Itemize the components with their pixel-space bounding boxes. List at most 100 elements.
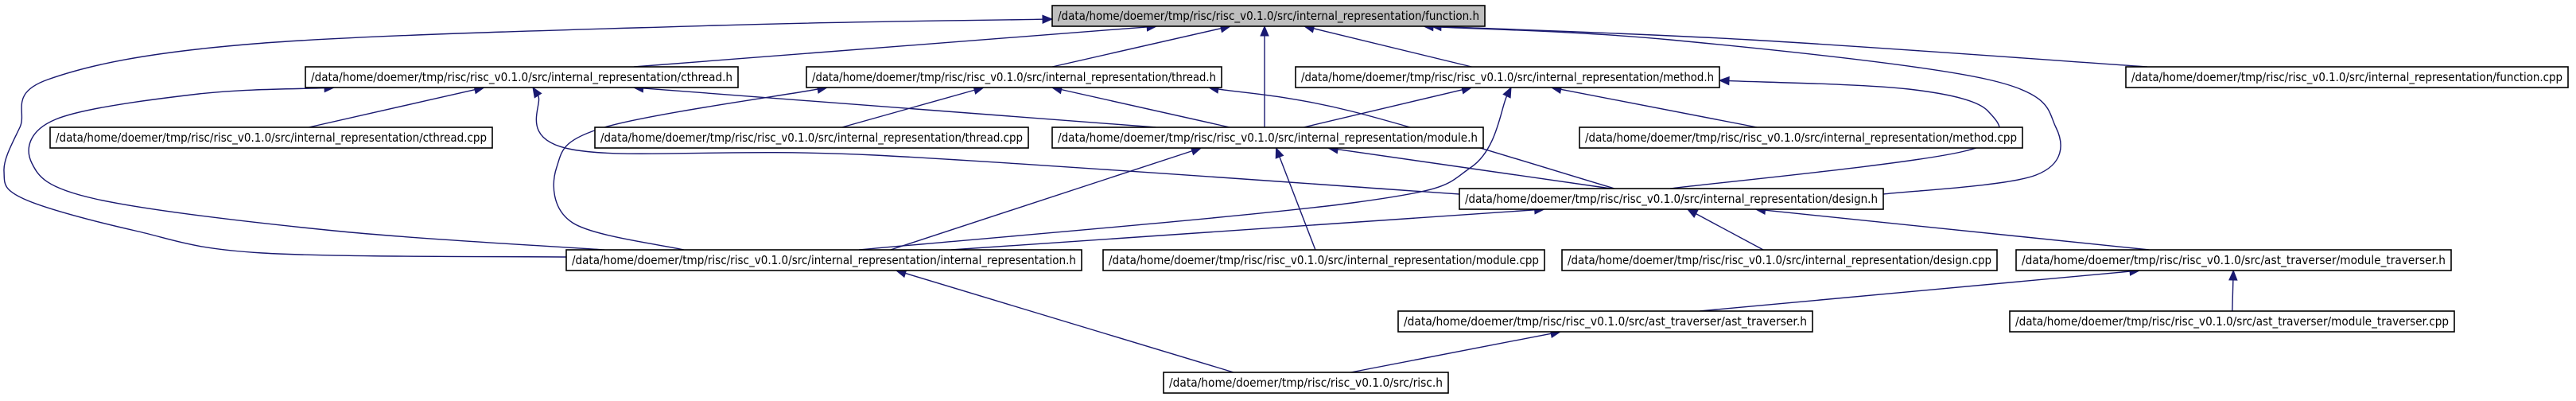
edge-line <box>535 95 1460 195</box>
edge-line <box>643 88 1156 128</box>
edge-line <box>1061 88 1230 128</box>
edge-risc_h-to-ast_traverser_h <box>1350 329 1562 373</box>
node-risc-h[interactable]: /data/home/doemer/tmp/risc/risc_v0.1.0/s… <box>1163 372 1449 394</box>
node-box[interactable] <box>305 66 739 88</box>
node-label: /data/home/doemer/tmp/risc/risc_v0.1.0/s… <box>2015 314 2449 329</box>
node-box[interactable] <box>1459 188 1884 210</box>
node-box[interactable] <box>2125 66 2569 88</box>
edge-line <box>1560 88 1758 128</box>
edge-cthread_cpp-to-cthread_h <box>309 85 486 128</box>
edge-module_traverser_cpp-to-module_traverser_h <box>2228 269 2238 312</box>
node-box[interactable] <box>1397 310 1813 333</box>
edge-design_h-to-function_h <box>1422 21 2061 195</box>
edge-internal_representation_h-to-design_h <box>950 205 1545 251</box>
edge-arrowhead <box>532 86 542 99</box>
edge-module_cpp-to-module_h <box>1275 146 1316 251</box>
edge-arrowhead <box>1275 146 1284 159</box>
edge-risc_h-to-internal_representation_h <box>895 269 1234 373</box>
edge-internal_representation_h-to-function_h <box>3 14 1054 258</box>
node-method-cpp[interactable]: /data/home/doemer/tmp/risc/risc_v0.1.0/s… <box>1579 127 2023 149</box>
edge-line <box>1304 89 1463 128</box>
edge-arrowhead <box>1502 86 1512 99</box>
node-label: /data/home/doemer/tmp/risc/risc_v0.1.0/s… <box>2131 70 2562 85</box>
edge-module_h-to-function_h <box>1260 25 1269 127</box>
node-label: /data/home/doemer/tmp/risc/risc_v0.1.0/s… <box>600 130 1023 146</box>
edge-ast_traverser_h-to-module_traverser_h <box>1699 267 2141 312</box>
node-box[interactable] <box>1295 66 1720 88</box>
node-function-cpp[interactable]: /data/home/doemer/tmp/risc/risc_v0.1.0/s… <box>2125 66 2569 88</box>
edge-line <box>841 89 975 128</box>
edge-line <box>1699 271 2131 312</box>
edge-arrowhead <box>1718 76 1730 86</box>
edge-line <box>950 209 1535 251</box>
node-label: /data/home/doemer/tmp/risc/risc_v0.1.0/s… <box>1058 130 1478 146</box>
node-design-cpp[interactable]: /data/home/doemer/tmp/risc/risc_v0.1.0/s… <box>1561 249 1998 271</box>
edge-function_cpp-to-function_h <box>1430 21 2148 68</box>
node-label: /data/home/doemer/tmp/risc/risc_v0.1.0/s… <box>1058 9 1479 24</box>
edge-line <box>1432 25 2061 195</box>
node-box[interactable] <box>2009 310 2455 333</box>
edge-line <box>1765 209 2150 251</box>
edge-line <box>1051 27 1222 68</box>
node-thread-h[interactable]: /data/home/doemer/tmp/risc/risc_v0.1.0/s… <box>806 66 1222 88</box>
node-box[interactable] <box>1579 127 2023 149</box>
node-thread-cpp[interactable]: /data/home/doemer/tmp/risc/risc_v0.1.0/s… <box>594 127 1029 149</box>
node-box[interactable] <box>806 66 1222 88</box>
edge-line <box>1350 333 1552 373</box>
node-ast-traverser-h[interactable]: /data/home/doemer/tmp/risc/risc_v0.1.0/s… <box>1397 310 1813 333</box>
edge-internal_representation_h-to-thread_h <box>553 84 829 251</box>
node-label: /data/home/doemer/tmp/risc/risc_v0.1.0/s… <box>812 70 1216 85</box>
edge-design_h-to-method_h <box>1669 76 2001 189</box>
edge-line <box>890 150 1193 251</box>
node-label: /data/home/doemer/tmp/risc/risc_v0.1.0/s… <box>1301 70 1714 85</box>
node-label: /data/home/doemer/tmp/risc/risc_v0.1.0/s… <box>311 70 732 85</box>
node-cthread-h[interactable]: /data/home/doemer/tmp/risc/risc_v0.1.0/s… <box>305 66 739 88</box>
edge-internal_representation_h-to-method_h <box>858 86 1512 251</box>
node-module-h[interactable]: /data/home/doemer/tmp/risc/risc_v0.1.0/s… <box>1051 127 1484 149</box>
edge-line <box>905 272 1234 373</box>
edge-line <box>1218 88 1615 189</box>
edge-method_h-to-function_h <box>1303 24 1472 68</box>
node-cthread-cpp[interactable]: /data/home/doemer/tmp/risc/risc_v0.1.0/s… <box>49 127 493 149</box>
node-label: /data/home/doemer/tmp/risc/risc_v0.1.0/s… <box>1169 376 1443 391</box>
node-module-traverser-h[interactable]: /data/home/doemer/tmp/risc/risc_v0.1.0/s… <box>2015 249 2452 271</box>
node-internal-representation-h[interactable]: /data/home/doemer/tmp/risc/risc_v0.1.0/s… <box>565 249 1082 271</box>
node-box[interactable] <box>1051 127 1484 149</box>
node-label: /data/home/doemer/tmp/risc/risc_v0.1.0/s… <box>1585 130 2017 146</box>
edge-method_cpp-to-method_h <box>1550 84 1758 128</box>
edge-design_h-to-cthread_h <box>532 86 1460 195</box>
edge-line <box>553 88 818 251</box>
node-box[interactable] <box>49 127 493 149</box>
node-box[interactable] <box>2015 249 2452 271</box>
node-box[interactable] <box>1102 249 1545 271</box>
node-box[interactable] <box>594 127 1029 149</box>
node-design-h[interactable]: /data/home/doemer/tmp/risc/risc_v0.1.0/s… <box>1459 188 1884 210</box>
node-function-h[interactable]: /data/home/doemer/tmp/risc/risc_v0.1.0/s… <box>1051 5 1486 27</box>
node-box[interactable] <box>565 249 1082 271</box>
node-label: /data/home/doemer/tmp/risc/risc_v0.1.0/s… <box>572 253 1076 268</box>
node-module-cpp[interactable]: /data/home/doemer/tmp/risc/risc_v0.1.0/s… <box>1102 249 1545 271</box>
node-box[interactable] <box>1163 372 1449 394</box>
node-box[interactable] <box>1051 5 1486 27</box>
edge-line <box>1279 156 1316 251</box>
edge-internal_representation_h-to-module_h <box>890 146 1203 251</box>
node-label: /data/home/doemer/tmp/risc/risc_v0.1.0/s… <box>2022 253 2446 268</box>
edge-arrowhead <box>1042 14 1054 24</box>
node-module-traverser-cpp[interactable]: /data/home/doemer/tmp/risc/risc_v0.1.0/s… <box>2009 310 2455 333</box>
edge-thread_h-to-function_h <box>1051 24 1232 68</box>
edge-line <box>1669 80 2001 189</box>
node-method-h[interactable]: /data/home/doemer/tmp/risc/risc_v0.1.0/s… <box>1295 66 1720 88</box>
edge-line <box>1696 213 1764 251</box>
edge-design_cpp-to-design_h <box>1686 208 1764 251</box>
edge-line <box>3 18 1043 258</box>
edge-line <box>1337 149 1611 189</box>
node-layer: /data/home/doemer/tmp/risc/risc_v0.1.0/s… <box>49 5 2569 394</box>
node-box[interactable] <box>1561 249 1998 271</box>
node-label: /data/home/doemer/tmp/risc/risc_v0.1.0/s… <box>1109 253 1539 268</box>
edge-design_h-to-module_h <box>1327 145 1611 189</box>
edge-line <box>28 87 605 251</box>
edge-line <box>1313 28 1472 68</box>
edge-line <box>309 88 476 128</box>
edge-module_traverser_h-to-design_h <box>1754 205 2150 251</box>
